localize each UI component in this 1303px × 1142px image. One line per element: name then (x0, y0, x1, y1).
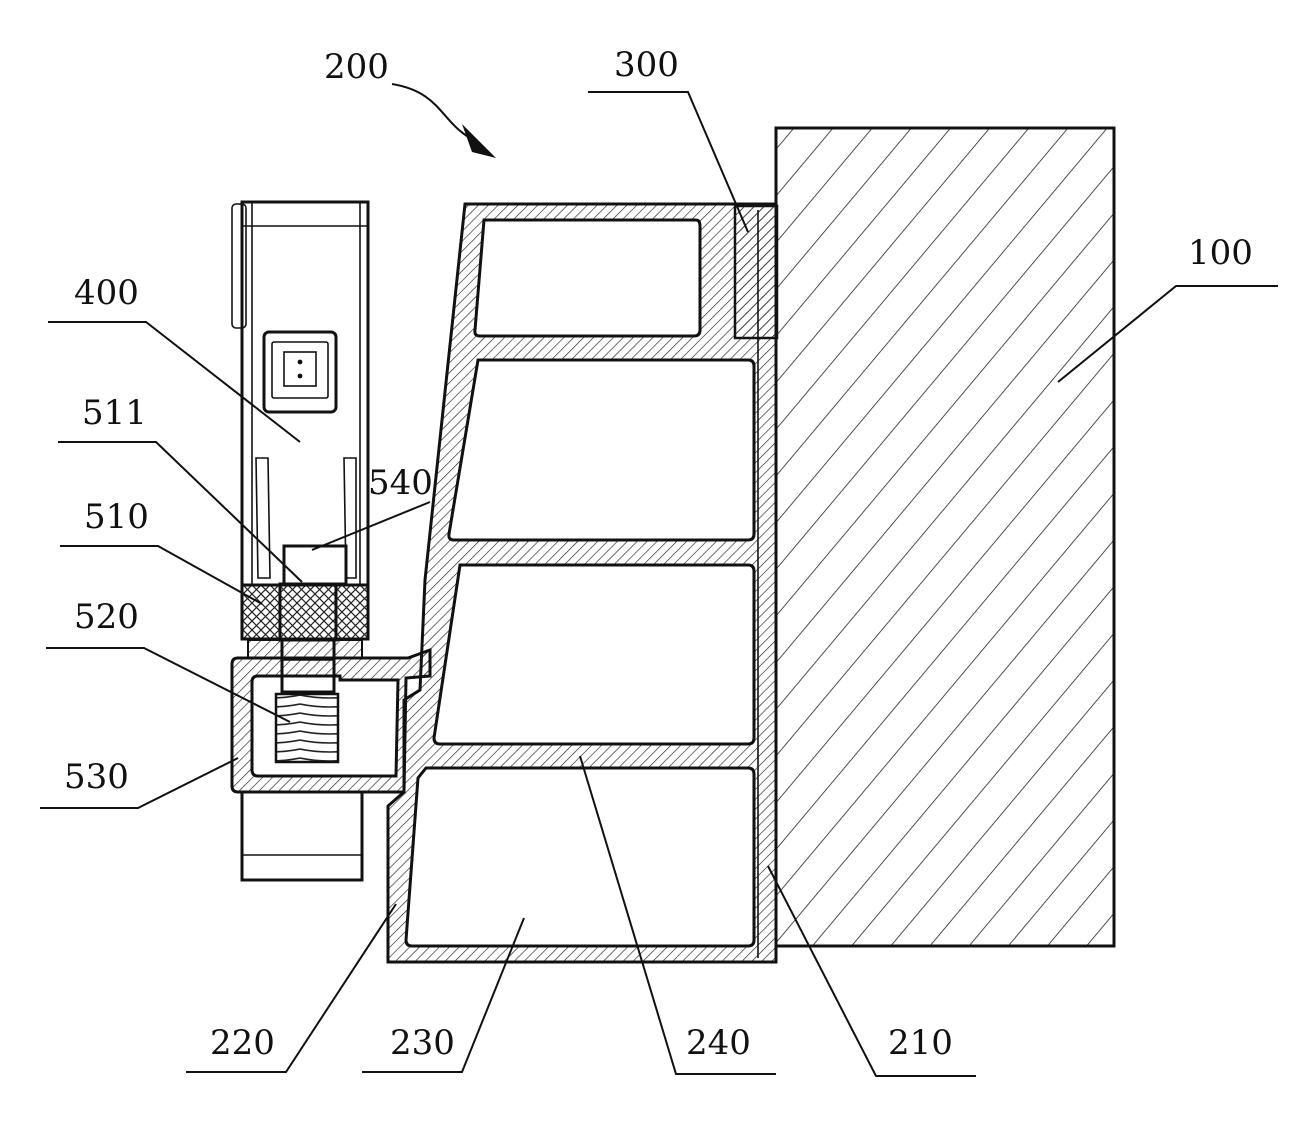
label-230: 230 (390, 1023, 455, 1063)
wall-body-100 (776, 128, 1114, 946)
frame-profile-200 (388, 204, 776, 962)
label-200: 200 (324, 47, 389, 87)
knurled-nut-510 (242, 585, 368, 658)
label-400: 400 (74, 273, 139, 313)
label-210: 210 (888, 1023, 953, 1063)
label-511: 511 (82, 393, 147, 433)
label-240: 240 (686, 1023, 751, 1063)
label-100: 100 (1188, 233, 1253, 273)
leader-510 (60, 546, 262, 604)
label-530: 530 (64, 757, 129, 797)
label-220: 220 (210, 1023, 275, 1063)
connector-icon (264, 332, 336, 412)
plunger-cap-540 (284, 546, 346, 584)
leader-540 (312, 502, 430, 550)
spring-520 (276, 694, 338, 762)
label-540: 540 (368, 463, 433, 503)
reference-arrow-200 (392, 84, 496, 158)
label-300: 300 (614, 45, 679, 85)
label-520: 520 (74, 597, 139, 637)
label-510: 510 (84, 497, 149, 537)
